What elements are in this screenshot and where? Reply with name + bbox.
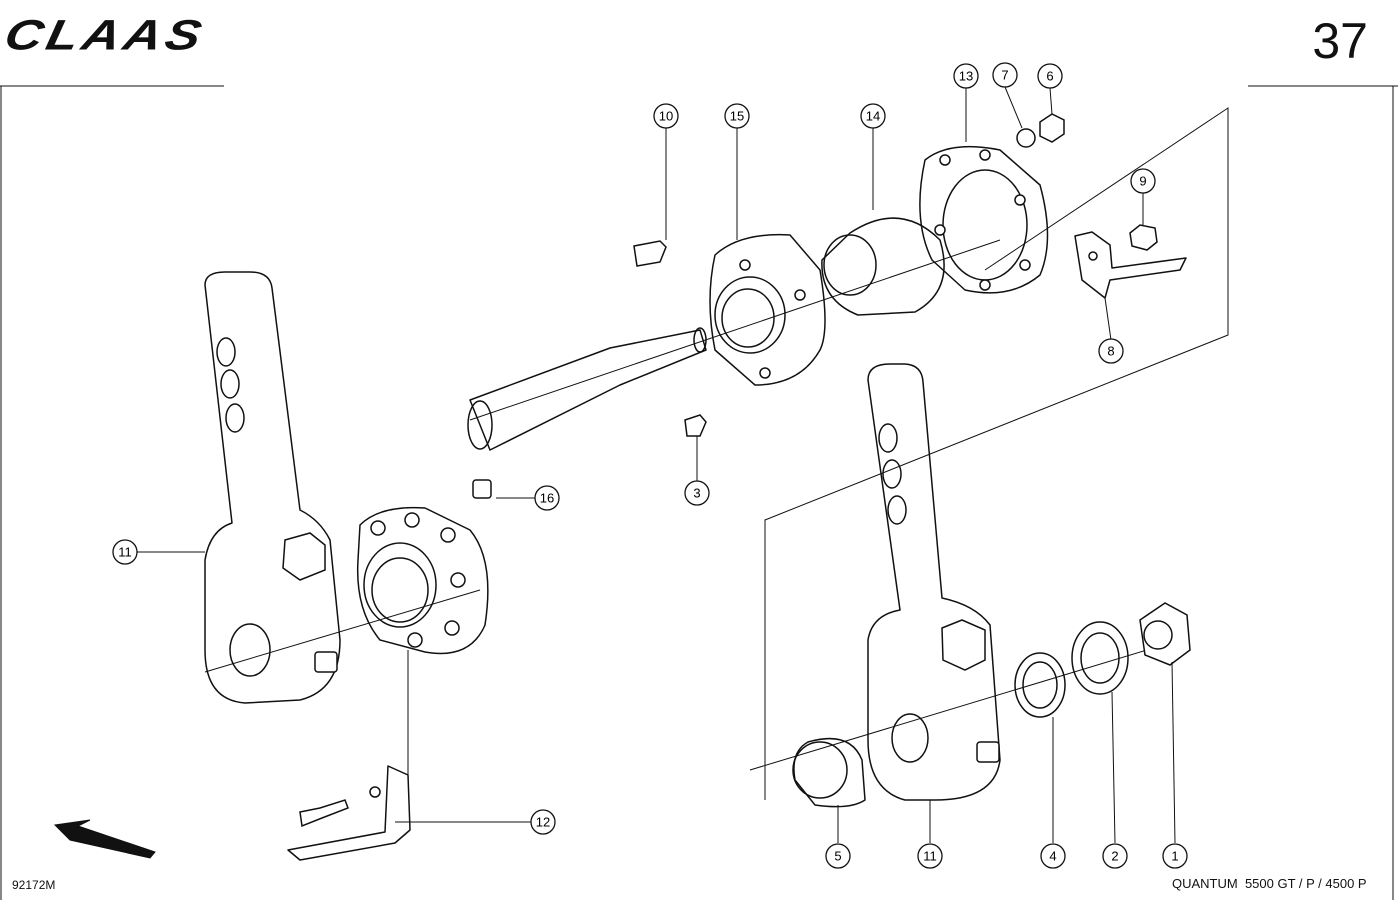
callout-11-left: 11 <box>112 539 138 565</box>
model-designation: QUANTUM 5500 GT / P / 4500 P <box>1172 876 1367 891</box>
callout-11-right: 11 <box>917 843 943 869</box>
washer-4 <box>1014 652 1066 718</box>
leader-lines <box>137 86 1176 844</box>
svg-text:11: 11 <box>923 849 937 864</box>
svg-text:2: 2 <box>1111 849 1118 864</box>
callout-14: 14 <box>860 103 886 129</box>
axis-line-left <box>204 589 481 673</box>
callout-10: 10 <box>653 103 679 129</box>
axis-line-right <box>749 639 1181 771</box>
svg-text:3: 3 <box>693 486 700 501</box>
assembly-guide-line <box>764 107 1229 800</box>
callout-9: 9 <box>1130 168 1156 194</box>
svg-text:6: 6 <box>1046 69 1053 84</box>
bracket-12 <box>287 765 411 861</box>
nut-1 <box>1139 602 1191 666</box>
callout-2: 2 <box>1102 843 1128 869</box>
svg-text:8: 8 <box>1107 344 1114 359</box>
callout-15: 15 <box>724 103 750 129</box>
callout-13: 13 <box>953 63 979 89</box>
callout-8: 8 <box>1098 338 1124 364</box>
bracket-8 <box>1074 224 1187 299</box>
svg-text:4: 4 <box>1049 849 1056 864</box>
flange-15 <box>633 233 826 437</box>
callout-6: 6 <box>1037 63 1063 89</box>
washer-2 <box>1071 621 1129 695</box>
callout-12: 12 <box>530 809 556 835</box>
svg-text:11: 11 <box>118 545 132 560</box>
svg-text:9: 9 <box>1139 174 1146 189</box>
callout-7: 7 <box>992 62 1018 88</box>
svg-text:1: 1 <box>1171 849 1178 864</box>
spherical-bushing-14 <box>821 217 945 316</box>
bushing-5 <box>792 737 866 808</box>
callout-5: 5 <box>825 843 851 869</box>
slack-adjuster-left <box>204 271 341 704</box>
svg-text:12: 12 <box>536 815 550 830</box>
callout-4: 4 <box>1040 843 1066 869</box>
bearing-housing-left <box>356 479 492 655</box>
flange-13 <box>919 145 1049 294</box>
svg-text:5: 5 <box>834 849 841 864</box>
axis-line-shaft <box>469 239 1001 421</box>
page-number: 37 <box>1312 13 1368 69</box>
callout-16: 16 <box>534 485 560 511</box>
nut-9 <box>1129 224 1158 251</box>
svg-text:15: 15 <box>730 109 744 124</box>
drawing-number: 92172M <box>12 878 56 892</box>
svg-text:16: 16 <box>540 491 554 506</box>
nut-6 <box>1039 113 1065 143</box>
direction-arrow-icon <box>53 819 156 859</box>
callout-1: 1 <box>1162 843 1188 869</box>
slack-adjuster-right <box>867 363 1001 801</box>
camshaft <box>467 327 707 451</box>
callout-3: 3 <box>684 480 710 506</box>
washer-7 <box>1016 128 1036 148</box>
svg-text:10: 10 <box>659 109 673 124</box>
svg-text:14: 14 <box>866 109 880 124</box>
svg-text:13: 13 <box>959 69 973 84</box>
svg-text:7: 7 <box>1001 68 1008 83</box>
